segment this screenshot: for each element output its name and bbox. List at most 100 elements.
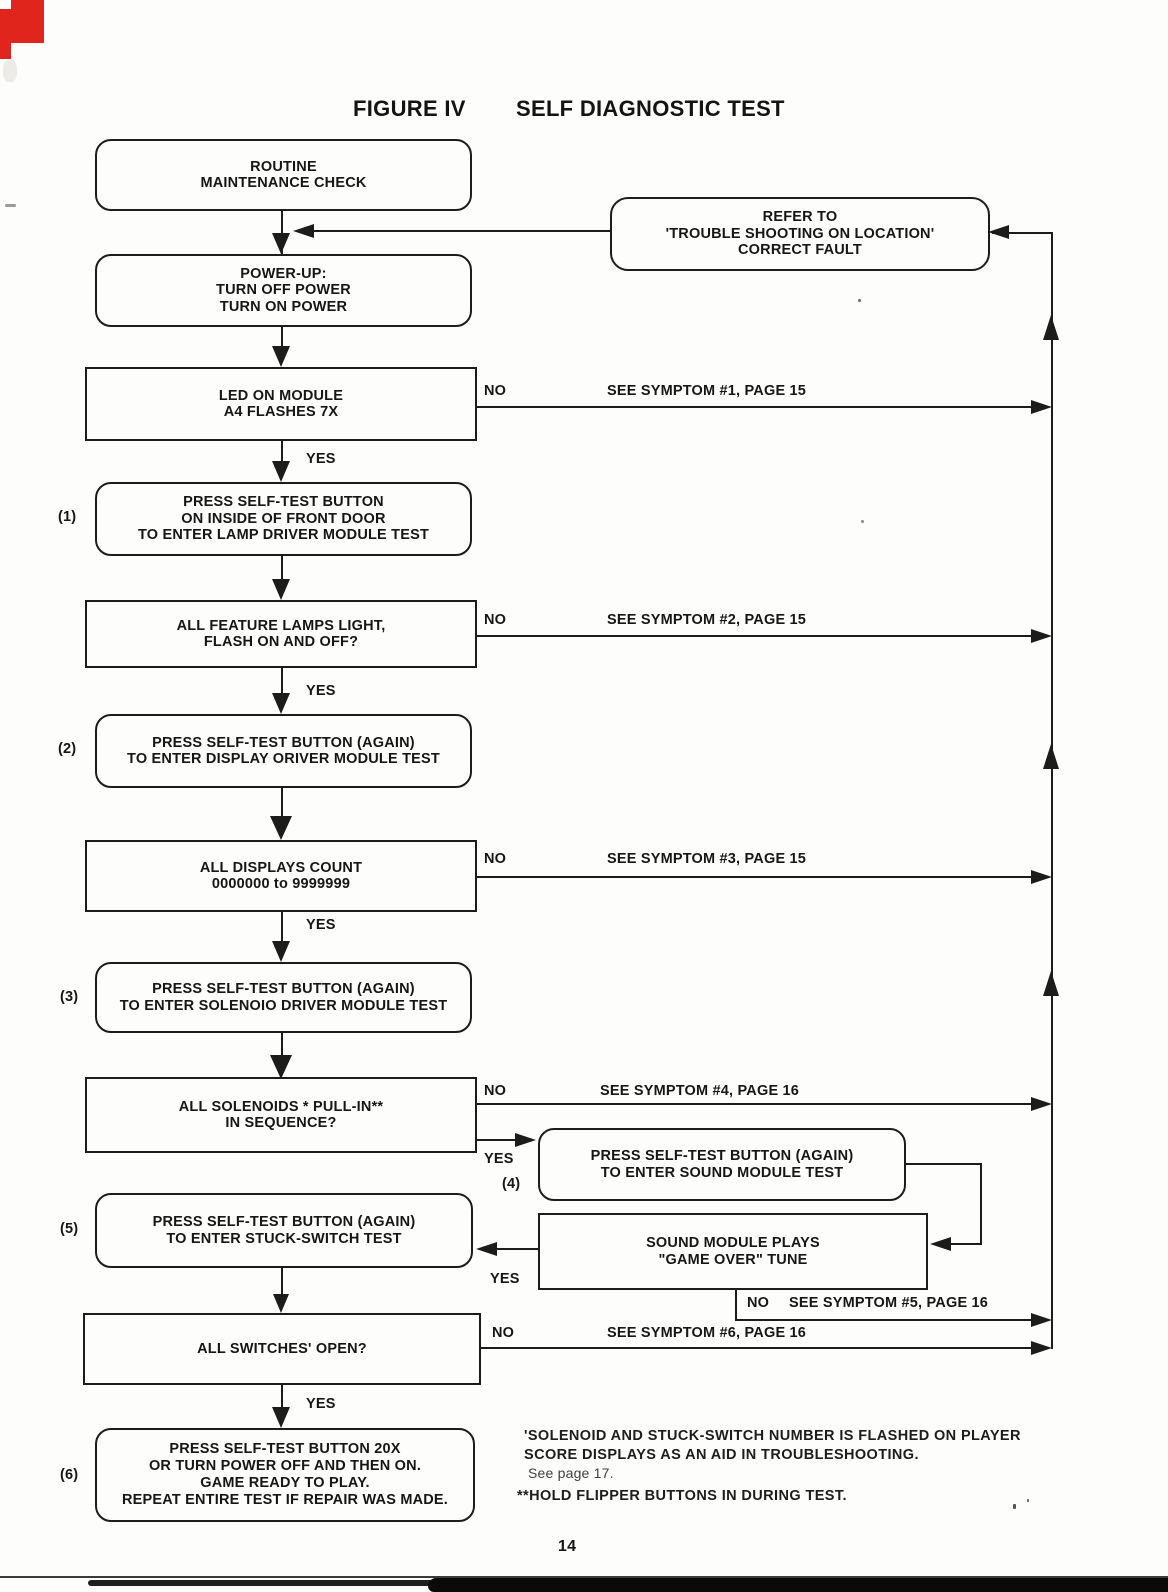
node-led-flashes: LED ON MODULE A4 FLASHES 7X (85, 367, 477, 441)
step-number-6: (6) (60, 1467, 79, 1483)
node-press-test-5: PRESS SELF-TEST BUTTON (AGAIN) TO ENTER … (95, 1193, 473, 1268)
bottom-scan-band-thick (428, 1578, 1168, 1592)
footnote-flipper-note: **HOLD FLIPPER BUTTONS IN DURING TEST. (517, 1488, 847, 1504)
arrowhead-right-icon (1031, 1313, 1052, 1327)
scan-smudge (3, 60, 17, 82)
arrowhead-right-icon (1031, 1341, 1052, 1355)
symptom-2-label: SEE SYMPTOM #2, PAGE 15 (607, 612, 807, 628)
scan-dash (5, 204, 16, 207)
connector-displays-yes (281, 912, 283, 944)
step-number-1: (1) (58, 509, 77, 525)
connector-no-symptom-5 (735, 1319, 1040, 1321)
arrowhead-left-icon (293, 224, 314, 238)
arrowhead-right-icon (1031, 400, 1052, 414)
yes-label: YES (490, 1271, 520, 1287)
arrowhead-down-icon (272, 693, 290, 714)
footnote-solenoid-note: 'SOLENOID AND STUCK-SWITCH NUMBER IS FLA… (524, 1428, 1021, 1463)
connector-sound-yes (494, 1248, 538, 1250)
connector-3-to-solenoids (281, 1033, 283, 1059)
node-press-test-6: PRESS SELF-TEST BUTTON 20X OR TURN POWER… (95, 1428, 475, 1522)
symptom-4-label: SEE SYMPTOM #4, PAGE 16 (600, 1083, 800, 1099)
arrowhead-right-icon (1031, 629, 1052, 643)
connector-refer-feedback-left (298, 230, 610, 232)
step-number-5: (5) (60, 1221, 79, 1237)
no-label: NO (747, 1295, 770, 1311)
connector-no-symptom-1 (477, 406, 1040, 408)
no-label: NO (492, 1325, 515, 1341)
arrowhead-down-icon (272, 233, 290, 254)
arrowhead-down-icon (270, 816, 292, 840)
yes-label: YES (306, 917, 336, 933)
arrowhead-down-icon (272, 1407, 290, 1428)
node-press-test-3: PRESS SELF-TEST BUTTON (AGAIN) TO ENTER … (95, 962, 472, 1033)
arrowhead-up-icon (1043, 971, 1059, 996)
symptom-3-label: SEE SYMPTOM #3, PAGE 15 (607, 851, 807, 867)
red-mark-bar (0, 9, 11, 59)
node-displays-count: ALL DISPLAYS COUNT 0000000 to 9999999 (85, 840, 477, 912)
connector-no-symptom-6 (481, 1347, 1040, 1349)
node-press-test-2: PRESS SELF-TEST BUTTON (AGAIN) TO ENTER … (95, 714, 472, 788)
no-label: NO (484, 1083, 507, 1099)
arrowhead-right-icon (515, 1133, 536, 1147)
symptom-5-label: SEE SYMPTOM #5, PAGE 16 (789, 1295, 989, 1311)
node-routine-maintenance-check: ROUTINE MAINTENANCE CHECK (95, 139, 472, 211)
connector-5-to-switches (281, 1268, 283, 1296)
feedback-line (1051, 232, 1053, 1349)
arrowhead-right-icon (1031, 870, 1052, 884)
no-label: NO (484, 851, 507, 867)
node-refer-troubleshooting: REFER TO 'TROUBLE SHOOTING ON LOCATION' … (610, 197, 990, 271)
connector-led-yes (281, 441, 283, 465)
connector-no-symptom-4 (477, 1103, 1040, 1105)
page-number: 14 (558, 1538, 577, 1555)
figure-number-label: FIGURE IV (353, 96, 466, 121)
step-number-3: (3) (60, 989, 79, 1005)
node-switches-open: ALL SWITCHES' OPEN? (83, 1313, 481, 1385)
yes-label: YES (306, 1396, 336, 1412)
symptom-6-label: SEE SYMPTOM #6, PAGE 16 (607, 1325, 807, 1341)
yes-label: YES (306, 683, 336, 699)
scan-speck (1013, 1504, 1016, 1509)
scan-speck (858, 299, 861, 302)
connector-4-to-sound-top (906, 1163, 982, 1165)
bottom-scan-line (0, 1576, 1168, 1578)
arrowhead-up-icon (1043, 315, 1059, 340)
scan-speck (861, 520, 864, 523)
arrowhead-down-icon (272, 346, 290, 367)
connector-switches-yes (281, 1385, 283, 1410)
no-label: NO (484, 612, 507, 628)
arrowhead-down-icon (270, 1055, 292, 1079)
connector-4-to-sound-in (938, 1243, 982, 1245)
connector-4-to-sound-down (980, 1163, 982, 1245)
arrowhead-down-icon (272, 461, 290, 482)
connector-no-symptom-2 (477, 635, 1040, 637)
scan-speck (1027, 1499, 1029, 1502)
yes-label: YES (306, 451, 336, 467)
node-power-up: POWER-UP: TURN OFF POWER TURN ON POWER (95, 254, 472, 327)
arrowhead-right-icon (1031, 1097, 1052, 1111)
node-press-test-1: PRESS SELF-TEST BUTTON ON INSIDE OF FRON… (95, 482, 472, 556)
footnote-see-page: See page 17. (528, 1465, 614, 1481)
connector-2-to-displays (281, 788, 283, 820)
connector-powerup-to-led (281, 327, 283, 349)
connector-feedback-to-refer (992, 232, 1052, 234)
arrowhead-left-icon (988, 225, 1009, 239)
connector-lamps-yes (281, 668, 283, 696)
connector-1-to-lamps (281, 556, 283, 582)
node-sound-module: SOUND MODULE PLAYS "GAME OVER" TUNE (538, 1213, 928, 1290)
step-number-4: (4) (502, 1176, 521, 1192)
arrowhead-down-icon (272, 579, 290, 600)
page-title: SELF DIAGNOSTIC TEST (516, 96, 785, 121)
arrowhead-down-icon (272, 941, 290, 962)
node-press-test-4: PRESS SELF-TEST BUTTON (AGAIN) TO ENTER … (538, 1128, 906, 1201)
arrowhead-left-icon (476, 1242, 497, 1256)
red-mark-square (11, 0, 44, 43)
connector-solenoids-yes (477, 1139, 521, 1141)
arrowhead-down-icon (273, 1294, 289, 1313)
node-solenoids-pull-in: ALL SOLENOIDS * PULL-IN** IN SEQUENCE? (85, 1077, 477, 1153)
arrowhead-up-icon (1043, 744, 1059, 769)
symptom-1-label: SEE SYMPTOM #1, PAGE 15 (607, 383, 807, 399)
step-number-2: (2) (58, 741, 77, 757)
arrowhead-left-icon (930, 1237, 951, 1251)
no-label: NO (484, 383, 507, 399)
